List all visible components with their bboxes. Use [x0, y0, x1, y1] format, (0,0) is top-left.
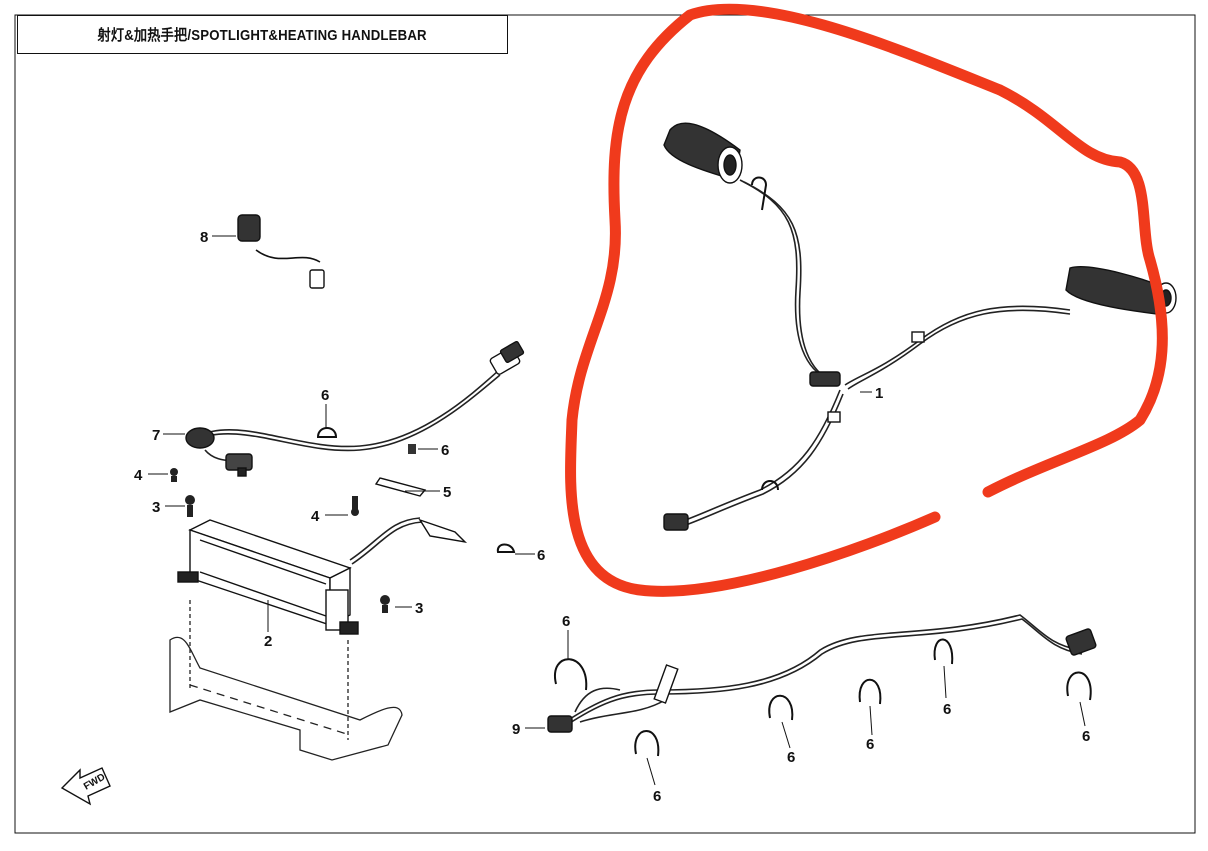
- callout-6-a: 6: [321, 387, 329, 404]
- heated-grip-left: [663, 122, 743, 184]
- light-bar-2: [177, 519, 359, 635]
- spotlight-harness: [194, 370, 501, 565]
- callout-4-a: 4: [134, 467, 143, 484]
- clip-6-c: [496, 543, 516, 553]
- callout-4-b: 4: [311, 508, 320, 525]
- harness-9: [564, 614, 1083, 727]
- callout-3-a: 3: [152, 499, 160, 516]
- callout-3-b: 3: [415, 600, 423, 617]
- adhesive-pad-5: [374, 477, 427, 497]
- diagram-title: 射灯&加热手把/SPOTLIGHT&HEATING HANDLEBAR: [97, 27, 428, 44]
- harness-9-parts: [547, 628, 1097, 733]
- leader-lines: [148, 235, 1086, 786]
- mount-bracket: [169, 600, 403, 761]
- harness-9-clips: [553, 638, 1092, 757]
- callout-7: 7: [152, 427, 160, 444]
- callout-6-g: 6: [866, 736, 874, 753]
- callout-6-h: 6: [943, 701, 951, 718]
- clip-6-a: [316, 427, 338, 438]
- callout-9: 9: [512, 721, 520, 738]
- callout-6-c: 6: [537, 547, 545, 564]
- harness-connector-7: [185, 427, 253, 477]
- harness-connector-top: [489, 340, 525, 375]
- bolts: [170, 468, 390, 613]
- plug-cover: [418, 518, 468, 544]
- grip-harness-parts: [663, 176, 925, 531]
- outer-frame: [14, 14, 1196, 834]
- switch-8: [237, 214, 325, 289]
- callout-6-b: 6: [441, 442, 449, 459]
- callout-5: 5: [443, 484, 451, 501]
- callout-6-i: 6: [1082, 728, 1090, 745]
- highlight-outline: [565, 3, 1168, 597]
- fwd-arrow: FWD: [60, 767, 111, 806]
- grip-harness: [679, 179, 1071, 527]
- callout-8: 8: [200, 229, 208, 246]
- callout-6-e: 6: [653, 788, 661, 805]
- clip-6-b: [408, 444, 416, 454]
- callout-6-f: 6: [787, 749, 795, 766]
- callout-6-d: 6: [562, 613, 570, 630]
- callout-1: 1: [875, 385, 883, 402]
- callout-2: 2: [264, 633, 272, 650]
- title-box: 射灯&加热手把/SPOTLIGHT&HEATING HANDLEBAR: [17, 15, 508, 54]
